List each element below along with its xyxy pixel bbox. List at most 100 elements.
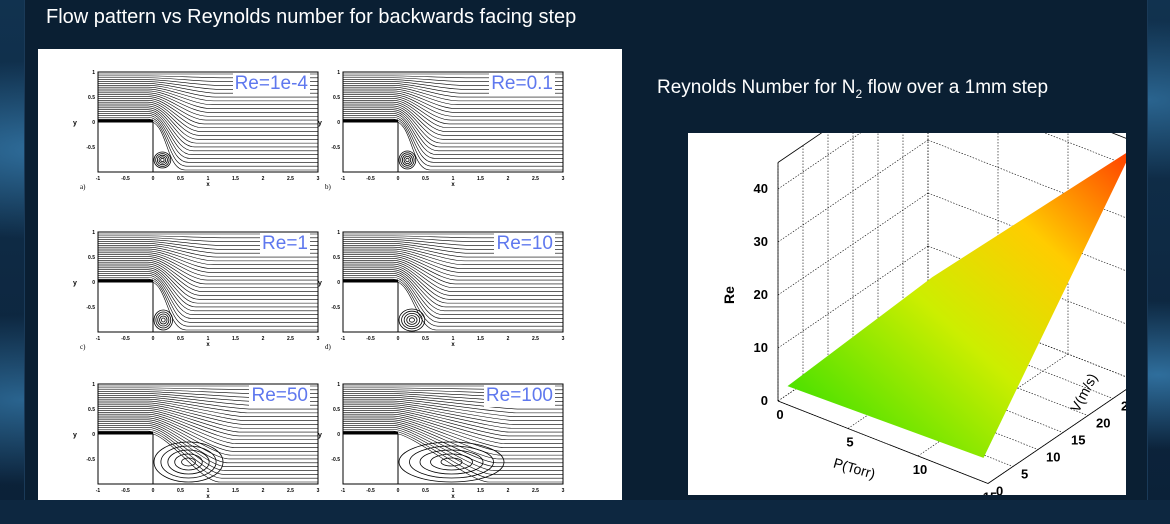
x-tick-label: 2 (507, 488, 510, 494)
axis-edge (987, 389, 1126, 484)
step-block (97, 281, 154, 333)
streamline (98, 75, 318, 79)
streamline (343, 250, 563, 269)
x-tick-label: 1 (452, 176, 455, 182)
reynolds-label: Re=10 (494, 233, 555, 255)
streamline (343, 105, 563, 140)
streamline (343, 271, 563, 312)
streamline (98, 267, 318, 304)
streamline (343, 75, 563, 79)
recirculation-eddy (409, 445, 494, 479)
streamline (343, 256, 563, 281)
streamline (98, 263, 318, 296)
streamline (343, 94, 563, 117)
streamline (98, 103, 318, 136)
y-tick-label: 1 (92, 382, 95, 388)
x-tick-label: 0.5 (422, 488, 429, 494)
y-tick-label: -0.5 (331, 457, 340, 463)
recirculation-eddy (440, 457, 463, 467)
x-axis-label: x (451, 182, 455, 188)
streamline (343, 77, 563, 82)
axis-edge (777, 133, 823, 163)
streamline (98, 410, 318, 437)
recirculation-eddy (153, 441, 224, 483)
x-tick-label: 3 (317, 176, 320, 182)
streamline (343, 410, 563, 437)
z-tick-label: 20 (754, 287, 768, 302)
x-tick-label: 2 (507, 176, 510, 182)
x-tick-label: -1 (96, 488, 101, 494)
streamline (343, 428, 563, 475)
z-tick-label: 10 (754, 340, 768, 355)
x-axis-label: x (206, 342, 210, 348)
streamline (343, 88, 563, 106)
streamline (98, 241, 318, 250)
streamline (343, 116, 563, 163)
streamline (98, 92, 318, 113)
streamline (98, 428, 318, 475)
reynolds-surface (787, 153, 1126, 458)
streamline (98, 423, 318, 464)
streamline (98, 94, 318, 117)
recirculation-eddy (159, 315, 168, 325)
y-tick-label: 10 (1046, 450, 1060, 465)
y-tick-label: 0.5 (88, 95, 95, 101)
streamline (343, 413, 563, 444)
recirculation-eddy (398, 441, 505, 483)
streamline (343, 83, 563, 94)
streamline (343, 84, 563, 98)
recirculation-eddy (430, 453, 473, 471)
chart-title-suffix: flow over a 1mm step (862, 77, 1049, 98)
subfigure-label: c) (80, 343, 86, 351)
x-tick-label: 1 (207, 336, 210, 342)
streamline (98, 413, 318, 444)
reynolds-label: Re=100 (483, 385, 555, 407)
y-tick-label: 5 (1021, 467, 1028, 482)
recirculation-eddy (155, 311, 172, 329)
streamline (98, 81, 318, 90)
streamline (98, 105, 318, 140)
x-tick-label: -0.5 (121, 488, 130, 494)
y-tick-label: 25 (1121, 399, 1126, 414)
streamline (98, 265, 318, 300)
step-block (342, 281, 399, 333)
x-tick-label: 2.5 (287, 336, 294, 342)
reynolds-label: Re=0.1 (489, 73, 555, 95)
x-tick-label: 1 (207, 176, 210, 182)
streamline (343, 254, 563, 277)
streamline (343, 417, 563, 452)
z-tick-label: 40 (754, 181, 768, 196)
y-axis-label: y (318, 280, 322, 287)
x-tick-label: -1 (96, 176, 101, 182)
y-tick-label: 0.5 (333, 407, 340, 413)
y-tick-label: 0.5 (88, 407, 95, 413)
streamline (343, 260, 563, 289)
streamline (98, 96, 318, 121)
x-tick-label: -0.5 (121, 176, 130, 182)
recirculation-eddy (398, 308, 426, 332)
x-tick-label: 1.5 (477, 336, 484, 342)
x-axis-label: x (451, 342, 455, 348)
streamline (343, 92, 563, 113)
streamline (98, 419, 318, 456)
x-axis-label: x (206, 494, 210, 500)
streamline (343, 406, 563, 429)
streamline (98, 109, 318, 148)
streamline (98, 248, 318, 266)
z-tick-label: 0 (761, 393, 768, 408)
streamline (98, 256, 318, 281)
streamline (98, 100, 318, 129)
x-tick-label: 0.5 (177, 336, 184, 342)
streamline (98, 239, 318, 246)
streamline (98, 90, 318, 109)
x-tick-label: 2.5 (287, 488, 294, 494)
streamline (343, 243, 563, 254)
streamline (343, 248, 563, 266)
streamline (343, 269, 563, 308)
streamline (343, 111, 563, 152)
streamline (98, 115, 318, 159)
